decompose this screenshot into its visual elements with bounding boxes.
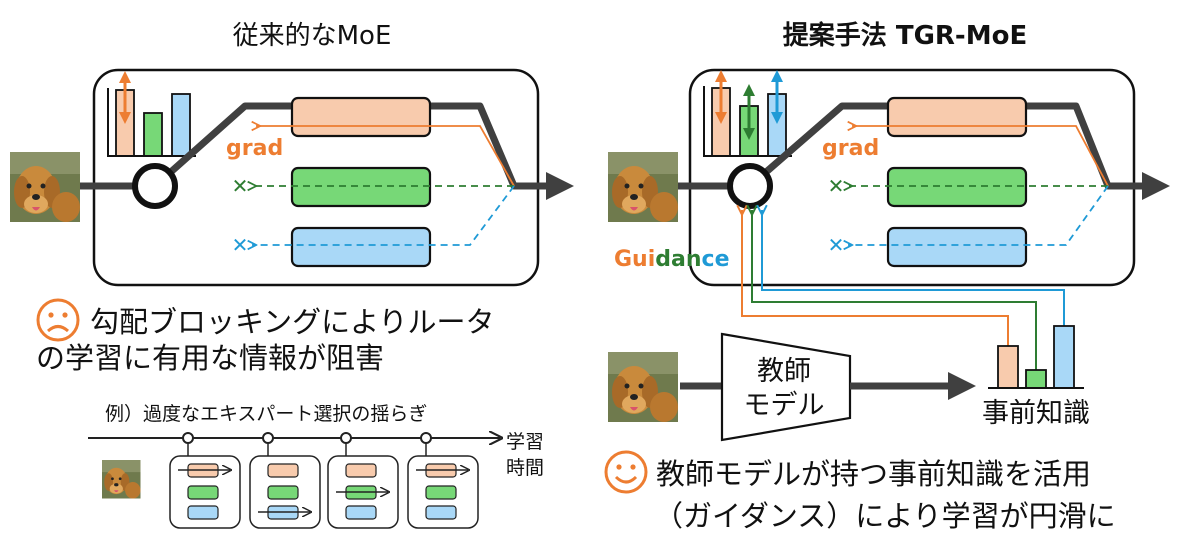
left-bar-green <box>143 112 163 157</box>
left-expert-green <box>290 166 432 208</box>
right-expert-blue <box>886 226 1028 268</box>
right-expert-orange <box>886 96 1028 138</box>
dog-photo-icon <box>10 152 80 222</box>
benefit-line1: 教師モデルが持つ事前知識を活用 <box>656 457 1091 491</box>
guidance-green-line <box>752 210 1037 370</box>
sad-face-icon <box>36 298 80 342</box>
dog-photo-icon <box>102 460 141 499</box>
left-grad-blue-line <box>252 185 515 245</box>
guidance-label: Guidance <box>614 247 730 272</box>
dog-photo-icon <box>608 152 678 222</box>
prior-knowledge-label: 事前知識 <box>982 398 1090 429</box>
prior-bar-green <box>1025 369 1047 389</box>
teacher-label-line1: 教師 <box>757 356 811 387</box>
timeline-label-line1: 学習 <box>506 431 544 453</box>
cross-mark-icon: ✕ <box>232 233 249 257</box>
left-problem-line1: 勾配ブロッキングによりルータ <box>90 305 495 339</box>
guidance-part-1: Gui <box>614 247 655 272</box>
right-title: 提案手法 TGR-MoE <box>783 20 1027 51</box>
left-bar-blue <box>171 93 191 157</box>
cross-mark-icon: ✕ <box>828 233 845 257</box>
right-moe-box <box>688 68 1136 287</box>
right-grad-label: grad <box>822 136 879 161</box>
left-title: 従来的なMoE <box>233 21 392 51</box>
happy-face-icon <box>604 450 648 494</box>
timeline-snapshot-1 <box>169 432 241 529</box>
cross-mark-icon: ✕ <box>232 174 249 198</box>
left-router-node <box>132 163 178 209</box>
right-router-node <box>727 163 773 209</box>
timeline-snapshot-3 <box>327 432 399 529</box>
teacher-model-block <box>720 332 852 442</box>
timeline-snapshot-4 <box>407 432 479 529</box>
left-grad-label: grad <box>226 136 283 161</box>
left-problem-line2: の学習に有用な情報が阻害 <box>36 341 384 375</box>
left-grad-orange-line <box>256 126 515 187</box>
left-example-caption: 例）過度なエキスパート選択の揺らぎ <box>105 403 427 425</box>
right-grad-orange-line <box>852 126 1109 187</box>
timeline-snapshot-2 <box>249 432 321 529</box>
right-grad-blue-line <box>848 185 1109 245</box>
left-expert-orange <box>290 96 432 138</box>
guidance-orange-line <box>742 210 1009 346</box>
guidance-blue-line <box>762 210 1065 326</box>
left-moe-box <box>92 68 540 287</box>
guidance-part-2: dan <box>655 247 701 272</box>
benefit-line2: （ガイダンス）により学習が円滑に <box>654 499 1116 533</box>
right-expert-green <box>886 166 1028 208</box>
prior-bar-orange <box>997 345 1019 389</box>
guidance-part-3: ce <box>702 247 730 272</box>
cross-mark-icon: ✕ <box>828 174 845 198</box>
prior-bar-blue <box>1053 325 1075 389</box>
timeline-label-line2: 時間 <box>506 457 544 479</box>
left-expert-blue <box>290 226 432 268</box>
dog-photo-icon <box>608 352 678 422</box>
teacher-label-line2: モデル <box>744 390 825 421</box>
